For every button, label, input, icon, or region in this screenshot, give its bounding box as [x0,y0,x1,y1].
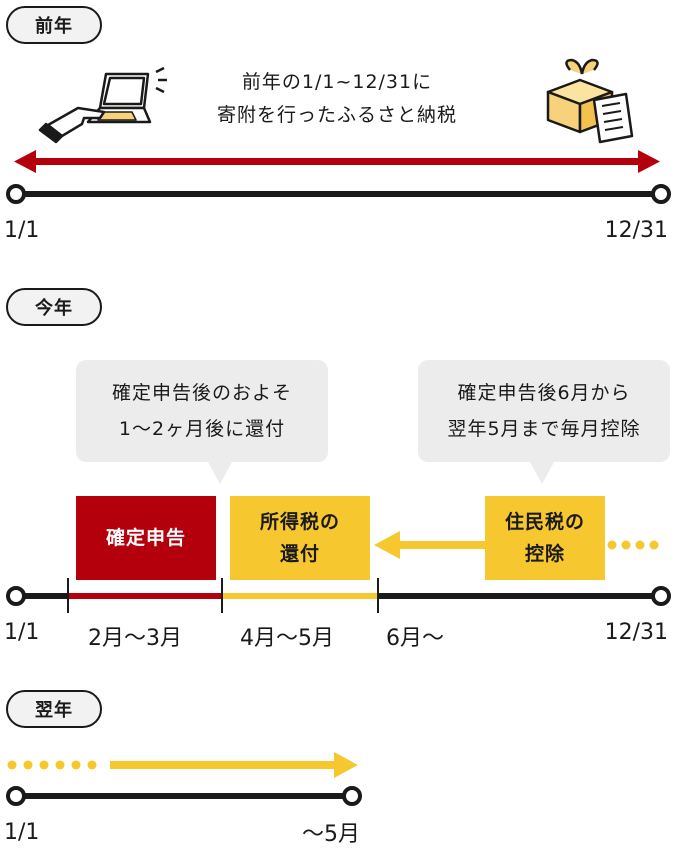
period-double-arrow [14,150,660,173]
timeline-current [6,578,671,613]
prev-caption-line2: 寄附を行ったふるさと納税 [216,104,457,126]
deduction-timing-line1: 確定申告後6月から [457,382,631,404]
refund-timing-line1: 確定申告後のおよそ [111,382,292,404]
tax-filing-box: 確定申告 [76,496,216,580]
income-tax-refund-line1: 所得税の [259,511,340,533]
prev-start-date: 1/1 [4,218,40,243]
section-next-title: 翌年 [6,690,102,728]
income-tax-refund-line2: 還付 [279,543,320,565]
timeline-prev [6,184,671,204]
current-period-2: 4月～5月 [240,626,334,651]
current-start-date: 1/1 [4,620,40,645]
deduction-timing-bubble: 確定申告後6月から 翌年5月まで毎月控除 [418,360,670,484]
next-year-arrow [110,752,358,778]
deduction-timing-line2: 翌年5月まで毎月控除 [447,418,641,440]
prev-end-date: 12/31 [604,218,668,243]
resident-tax-deduction-line1: 住民税の [504,511,585,533]
current-period-3: 6月～ [386,626,444,651]
tax-filing-label: 確定申告 [105,527,186,549]
prev-caption-line1: 前年の1/1~12/31に [241,71,433,93]
next-year-dots [7,760,97,770]
resident-tax-deduction-box: 住民税の 控除 [485,496,605,580]
current-period-1: 2月～3月 [88,626,182,651]
gift-box-document-icon [546,58,634,144]
timeline-next [6,786,362,806]
resident-tax-deduction-line2: 控除 [524,543,565,565]
laptop-hand-icon [38,66,167,144]
prev-caption: 前年の1/1~12/31に 寄附を行ったふるさと納税 [0,66,674,132]
refund-timing-bubble: 確定申告後のおよそ 1～2ヶ月後に還付 [76,360,328,484]
next-end-date: ～5月 [302,822,360,847]
current-end-date: 12/31 [604,620,668,645]
next-start-date: 1/1 [4,820,40,845]
section-prev-title: 前年 [6,6,102,44]
deduction-continuation-dots [607,540,659,550]
deduction-arrow-left [374,531,486,559]
refund-timing-line2: 1～2ヶ月後に還付 [118,418,286,440]
income-tax-refund-box: 所得税の 還付 [230,496,370,580]
section-current-title: 今年 [6,288,102,326]
